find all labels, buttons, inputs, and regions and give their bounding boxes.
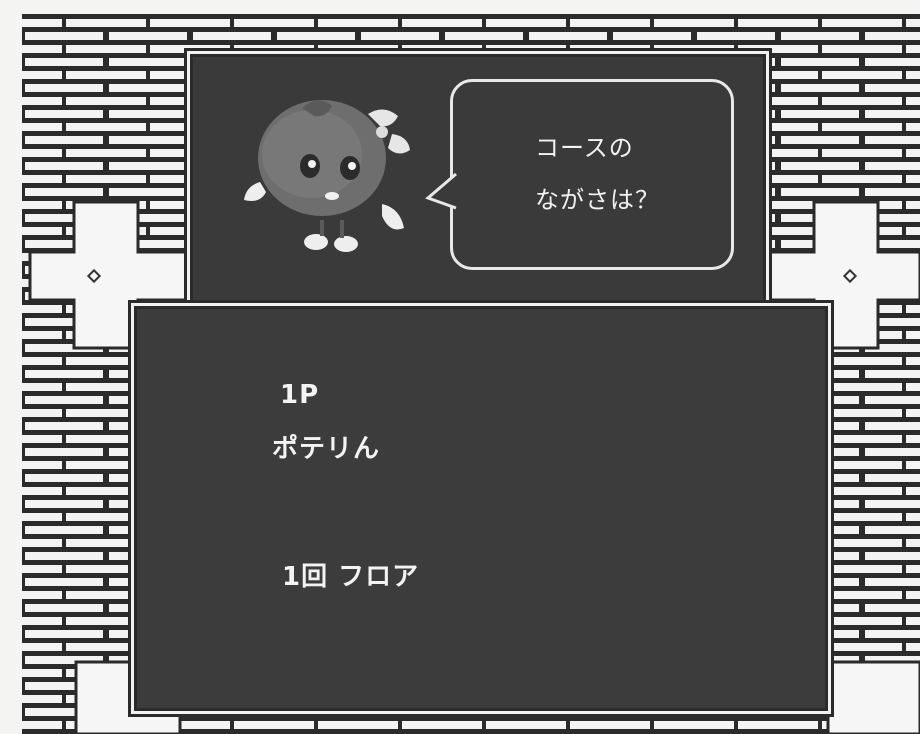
cross-ornament-right: [768, 200, 920, 350]
tomato-character-icon: [244, 100, 410, 252]
page-margin-top: [0, 0, 920, 14]
cross-ornament-bottom-right: [826, 660, 920, 734]
page-margin-left: [0, 0, 22, 734]
player-name: ポテリん: [272, 434, 381, 464]
dialog-line-1: コースの: [535, 134, 634, 162]
course-select-panel: [128, 300, 834, 717]
course-length-option[interactable]: 1回 フロア: [282, 562, 420, 592]
dialog-line-2: ながさは？: [535, 186, 660, 214]
player-slot-label: 1P: [280, 380, 320, 410]
speech-bubble-tail: [425, 172, 457, 210]
speech-bubble: コースの ながさは？: [450, 79, 734, 270]
